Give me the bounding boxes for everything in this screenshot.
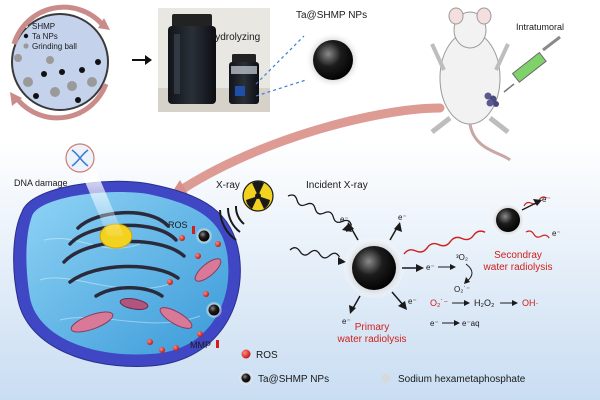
- legend-shmp-swatch: [381, 373, 391, 383]
- process-arrowhead: [145, 55, 152, 65]
- electron-arrowhead-3: [416, 264, 424, 272]
- incident-xray-wave-1: [287, 194, 353, 226]
- xray-wave-arcs: [219, 205, 245, 241]
- electron-arrowhead-4: [398, 301, 407, 310]
- rotation-arrow-top: [11, 4, 104, 45]
- secondary-emission-wave-2: [525, 230, 550, 239]
- secondary-radiolysis-label-2: water radiolysis: [483, 262, 553, 273]
- syringe-icon: [503, 35, 561, 93]
- hydroxyl-label: OH·: [522, 298, 539, 308]
- radiation-icon: [242, 180, 274, 212]
- electron-arrowhead-5: [349, 305, 356, 314]
- electron-arrowhead-1: [346, 222, 354, 232]
- bottles-photo: [158, 8, 270, 112]
- rotation-arrowhead-top: [98, 18, 110, 30]
- mouse-illustration: [430, 7, 511, 162]
- cell-nanoparticles: [196, 228, 222, 318]
- electron-label-3: e⁻: [408, 297, 417, 306]
- secondary-xray-wave: [403, 230, 486, 255]
- reaction-arrowhead-4: [454, 320, 460, 326]
- superoxide-red-label: O₂˙⁻: [430, 298, 448, 308]
- electron-label-2: e⁻: [398, 213, 407, 222]
- grinding-jar: SHMP Ta NPs Grinding ball: [11, 13, 109, 111]
- legend-ros-swatch: [241, 349, 251, 359]
- primary-radiolysis-label-1: Primary: [355, 322, 389, 333]
- electron-label-4: e⁻: [342, 317, 351, 326]
- legend-nps-label: Ta@SHMP NPs: [258, 374, 329, 385]
- dna-damage-label: DNA damage: [14, 178, 68, 188]
- ros-label: ROS: [168, 220, 188, 230]
- np-core-top: [313, 40, 353, 80]
- secondary-electron-label-2: e⁻: [552, 229, 561, 238]
- legend-np-swatch-core: [241, 373, 251, 383]
- mmp-marker: [216, 340, 219, 348]
- xray-beam-cell: [80, 170, 124, 236]
- legend: ROS Ta@SHMP NPs Sodium hexametaphosphate: [239, 349, 526, 385]
- electron-label-1: e⁻: [340, 215, 349, 224]
- reaction-electron: e⁻: [426, 263, 435, 272]
- reaction-arrowhead-3: [512, 300, 518, 306]
- hydrated-electron-label: e⁻aq: [462, 319, 480, 328]
- secondary-electron-arrowhead: [533, 199, 542, 206]
- mitochondria: [70, 258, 222, 333]
- incident-xray-label: Incident X-ray: [306, 180, 368, 191]
- reaction-arrowhead-1: [450, 264, 456, 270]
- legend-shmp-label: Sodium hexametaphosphate: [398, 374, 526, 385]
- xray-label: X-ray: [216, 180, 240, 191]
- secondary-electron-label: e⁻: [542, 195, 551, 204]
- ros-particles: [147, 235, 221, 353]
- reaction-arrowhead-2: [464, 300, 470, 306]
- intratumoral-label: Intratumoral: [516, 22, 564, 32]
- electron-arrowhead-2: [394, 222, 402, 232]
- dna-helix-icon: [71, 149, 89, 167]
- reaction-electron-2: e⁻: [430, 319, 439, 328]
- rotation-arrowhead-bottom: [10, 92, 22, 106]
- singlet-oxygen-label: ³O₂: [456, 253, 468, 262]
- np-core-secondary: [496, 208, 520, 232]
- incident-xray-wave-2: [289, 247, 341, 259]
- zoom-line-top: [255, 35, 305, 85]
- delivery-arrow: [173, 103, 445, 197]
- primary-radiolysis-label-2: water radiolysis: [337, 334, 407, 345]
- ros-marker: [192, 226, 195, 234]
- nanoparticle-label: Ta@SHMP NPs: [296, 10, 367, 21]
- rotation-arrow-bottom: [16, 83, 109, 121]
- secondary-electron-arrow: [521, 201, 539, 211]
- secondary-radiolysis-label-1: Secondray: [494, 250, 542, 261]
- np-core-primary: [352, 246, 396, 290]
- mmp-label: MMP: [190, 340, 211, 350]
- superoxide-black-label: O₂˙⁻: [454, 285, 470, 294]
- jar-legend-grinding-ball: Grinding ball: [32, 42, 77, 51]
- peroxide-label: H₂O₂: [474, 298, 495, 308]
- legend-ros-label: ROS: [256, 350, 278, 361]
- zoom-line-bottom: [255, 79, 307, 97]
- hydrolyzing-label: Hydrolyzing: [208, 32, 260, 43]
- jar-legend-ta-nps: Ta NPs: [32, 32, 58, 41]
- reaction-curve-arrowhead: [464, 277, 470, 284]
- jar-legend-shmp: SHMP: [32, 22, 55, 31]
- incident-xray-arrowhead-2: [338, 257, 346, 265]
